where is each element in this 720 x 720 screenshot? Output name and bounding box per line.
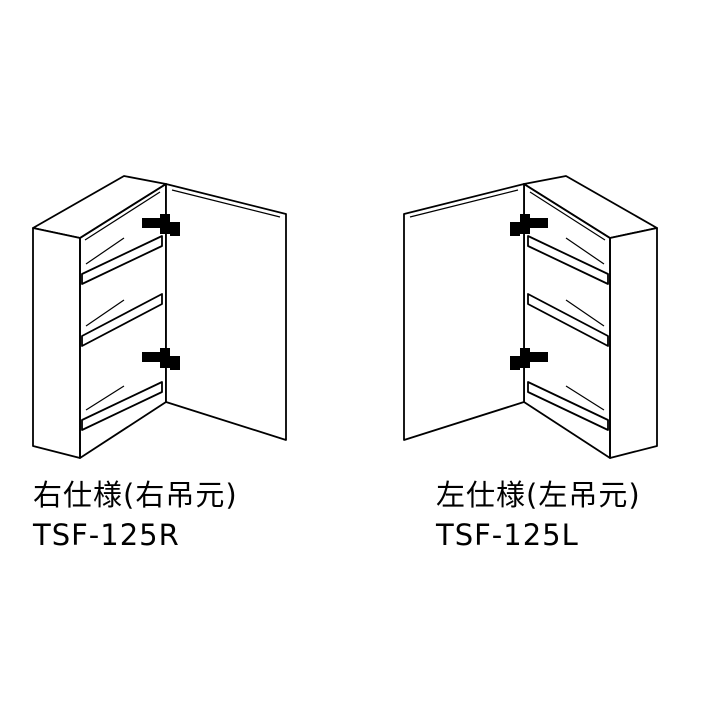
hinge-icon bbox=[142, 214, 180, 236]
cabinet-shelf bbox=[81, 293, 163, 347]
cabinet-body bbox=[523, 175, 658, 459]
cabinet-top bbox=[523, 175, 658, 239]
model-number: TSF-125L bbox=[436, 518, 579, 552]
cabinet-door-open bbox=[165, 183, 287, 441]
cabinet-side-panel bbox=[32, 227, 81, 459]
cabinet-drawing-right-hinged bbox=[32, 175, 287, 459]
cabinet-shelf bbox=[527, 293, 609, 347]
cabinet-bottom bbox=[81, 381, 163, 431]
cabinet-shelf bbox=[81, 235, 163, 285]
cabinet-door-open bbox=[403, 183, 525, 441]
cabinet-top bbox=[32, 175, 167, 239]
cabinet-side-panel bbox=[609, 227, 658, 459]
hinge-icon bbox=[142, 348, 180, 370]
variant-right-hinged: 右仕様(右吊元) TSF-125R bbox=[32, 175, 287, 552]
cabinet-bottom bbox=[527, 381, 609, 431]
cabinet-shelf bbox=[527, 235, 609, 285]
hinge-icon bbox=[510, 214, 548, 236]
cabinet-drawing-left-hinged bbox=[403, 175, 658, 459]
hinge-icon bbox=[510, 348, 548, 370]
variant-left-hinged: 左仕様(左吊元) TSF-125L bbox=[360, 0, 720, 720]
model-number: TSF-125R bbox=[33, 518, 180, 552]
variant-title: 右仕様(右吊元) bbox=[33, 478, 238, 512]
variant-title: 左仕様(左吊元) bbox=[436, 478, 641, 512]
